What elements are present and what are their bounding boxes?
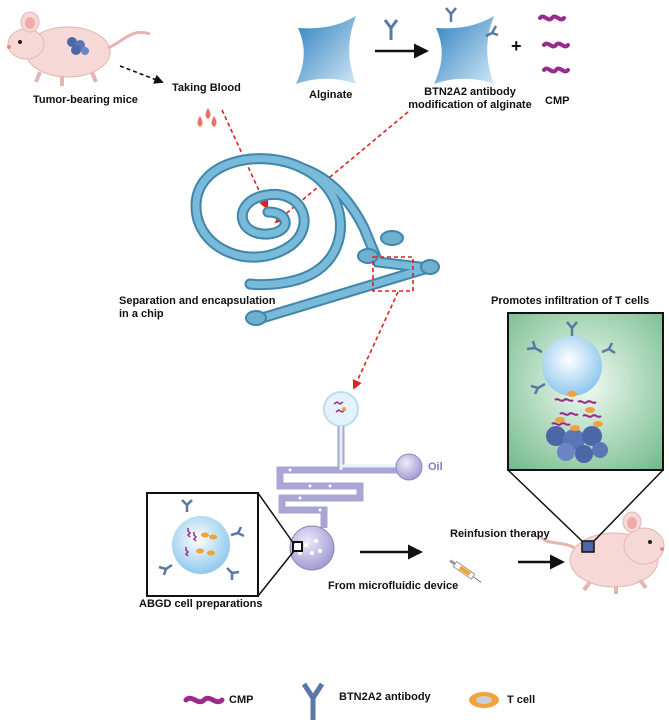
separation-label: Separation and encapsulation in a chip: [119, 295, 275, 321]
oil-label: Oil: [428, 461, 443, 473]
modified-alginate-shape: [434, 16, 494, 84]
syringe-icon: [449, 559, 482, 583]
microfluidic-device: [276, 391, 423, 571]
spiral-chip: [190, 153, 440, 326]
legend-t-cell-label: T cell: [507, 694, 536, 706]
blood-to-chip-arrow: [221, 109, 269, 210]
antibody-y-icon: [383, 19, 399, 40]
legend-antibody-label: BTN2A2 antibody: [339, 691, 431, 703]
abgd-label: ABGD cell preparations: [139, 598, 263, 610]
abgd-panel: [146, 492, 295, 597]
promotes-infiltration-label: Promotes infiltration of T cells: [491, 295, 650, 307]
tumor-mice-label: Tumor-bearing mice: [33, 94, 138, 106]
cmp-squiggle-icon: [538, 14, 570, 74]
tumor-mouse-icon: [7, 11, 151, 86]
plus-sign: +: [511, 36, 522, 56]
separation-line2: in a chip: [119, 308, 164, 320]
chip-to-device-arrow: [352, 291, 399, 390]
btn-modification-line2: modification of alginate: [408, 99, 532, 111]
cmp-label: CMP: [545, 95, 570, 107]
tumor-icon: [67, 37, 89, 55]
legend-cmp-icon: [183, 695, 225, 705]
separation-line1: Separation and encapsulation: [119, 295, 276, 307]
from-device-label: From microfluidic device: [328, 580, 459, 592]
reinfusion-label: Reinfusion therapy: [450, 528, 550, 540]
mouse-to-blood-arrow: [119, 65, 164, 84]
btn-modification-line1: BTN2A2 antibody: [424, 86, 516, 98]
chip-zoom-box: [372, 256, 414, 292]
alginate-label: Alginate: [309, 89, 353, 101]
legend-t-cell-icon: [469, 692, 499, 708]
infiltration-panel: [507, 312, 664, 542]
tumor-cluster-icon: [546, 426, 608, 463]
treated-mouse-icon: [538, 511, 665, 594]
btn-modification-label: BTN2A2 antibody modification of alginate: [400, 86, 540, 112]
legend-antibody-icon: [301, 682, 325, 720]
legend-cmp-label: CMP: [229, 694, 254, 706]
blood-drops-icon: [197, 108, 217, 127]
alginate-shape: [296, 16, 356, 84]
antibody-y-icon: [445, 7, 499, 38]
taking-blood-label: Taking Blood: [172, 82, 241, 94]
